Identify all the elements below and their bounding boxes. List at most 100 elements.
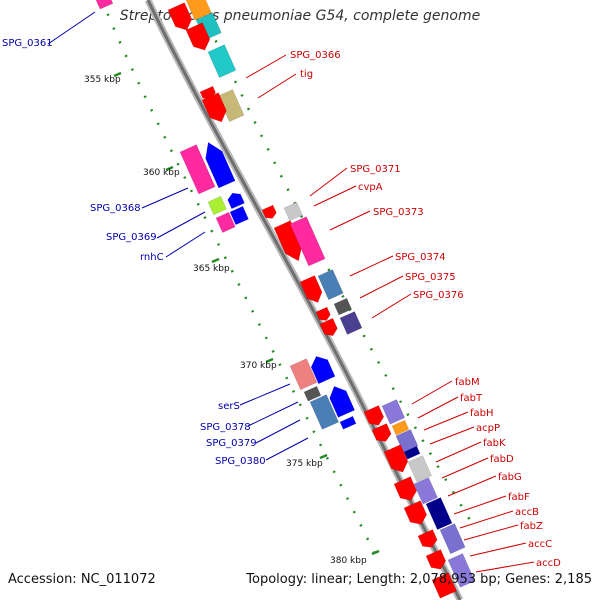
label-leader-line (429, 426, 475, 445)
forward-cds[interactable] (261, 204, 278, 221)
label-leader-line (141, 187, 189, 209)
gene-label-forward[interactable]: SPG_0376 (413, 290, 464, 301)
reverse-cds[interactable] (339, 415, 357, 430)
rna-feature[interactable] (391, 419, 410, 436)
misc-feature[interactable] (425, 497, 453, 530)
label-leader-line (257, 73, 297, 99)
reverse-rrna[interactable] (289, 216, 326, 267)
misc-feature[interactable] (207, 195, 227, 216)
accession-text: Accession: NC_011072 (8, 572, 156, 587)
gene-label-forward[interactable]: fabM (455, 377, 480, 388)
label-leader-line (475, 561, 535, 573)
rna-feature[interactable] (207, 44, 237, 78)
label-leader-line (435, 441, 482, 463)
genome-backbone-core (146, 0, 462, 600)
label-leader-line (265, 437, 309, 461)
tick-label: 365 kbp (193, 264, 230, 274)
reverse-cds[interactable] (226, 190, 245, 210)
misc-feature[interactable] (333, 297, 353, 316)
tick-mark (211, 257, 220, 264)
forward-cds[interactable] (315, 306, 332, 323)
tick-label: 375 kbp (286, 459, 323, 469)
gene-label-forward[interactable]: fabH (470, 408, 494, 419)
gene-label-reverse[interactable]: rnhC (140, 252, 164, 263)
gene-label-reverse[interactable]: SPG_0368 (90, 203, 141, 214)
forward-cds[interactable] (371, 423, 393, 444)
gene-label-reverse[interactable]: SPG_0369 (106, 232, 157, 243)
forward-cds[interactable] (167, 2, 195, 34)
label-leader-line (359, 275, 404, 299)
reverse-rrna[interactable] (215, 211, 236, 234)
reverse-cds[interactable] (200, 139, 236, 189)
gene-label-forward[interactable]: acpP (476, 423, 500, 434)
label-leader-line (313, 185, 357, 207)
rna-feature[interactable] (185, 0, 212, 21)
forward-cds[interactable] (185, 22, 213, 54)
gene-label-forward[interactable]: SPG_0374 (395, 252, 446, 263)
label-leader-line (245, 54, 287, 79)
label-leader-line (469, 542, 527, 557)
gene-label-forward[interactable]: accC (528, 539, 552, 550)
reverse-cds[interactable] (229, 205, 249, 226)
gene-label-reverse[interactable]: SPG_0379 (206, 438, 257, 449)
forward-cds[interactable] (363, 405, 386, 428)
gene-label-reverse[interactable]: SPG_0361 (2, 38, 53, 49)
forward-cds[interactable] (319, 317, 339, 338)
misc-feature[interactable] (403, 445, 421, 460)
misc-feature[interactable] (303, 385, 322, 402)
tick-mark (165, 165, 174, 172)
misc-feature[interactable] (283, 201, 303, 222)
forward-cds[interactable] (393, 476, 419, 504)
label-leader-line (447, 475, 497, 497)
label-leader-line (255, 419, 301, 444)
misc-feature[interactable] (381, 399, 406, 425)
gene-label-reverse[interactable]: serS (218, 401, 240, 412)
gene-label-forward[interactable]: fabT (460, 393, 483, 404)
gene-label-reverse[interactable]: SPG_0380 (215, 456, 266, 467)
gene-label-forward[interactable]: tig (300, 69, 313, 80)
forward-cds[interactable] (403, 500, 429, 528)
misc-feature[interactable] (289, 358, 318, 391)
gene-label-forward[interactable]: fabZ (520, 521, 543, 532)
gene-label-forward[interactable]: SPG_0375 (405, 272, 456, 283)
gene-label-forward[interactable]: fabG (498, 472, 522, 483)
gene-label-forward[interactable]: accB (515, 507, 539, 518)
misc-feature[interactable] (309, 394, 340, 430)
tick-label: 380 kbp (330, 556, 367, 566)
tick-mark (319, 453, 328, 460)
gene-label-forward[interactable]: accD (536, 558, 561, 569)
reverse-rrna[interactable] (179, 144, 216, 195)
tick-label: 370 kbp (240, 361, 277, 371)
gene-label-forward[interactable]: SPG_0373 (373, 207, 424, 218)
forward-cds[interactable] (201, 92, 230, 126)
tick-guide-line (100, 0, 380, 561)
label-leader-line (349, 255, 394, 277)
label-leader-line (309, 167, 348, 197)
reverse-rrna[interactable] (95, 0, 114, 10)
forward-cds[interactable] (299, 275, 325, 305)
tick-mark (371, 549, 380, 556)
gene-label-forward[interactable]: fabD (490, 454, 514, 465)
forward-cds[interactable] (383, 444, 411, 476)
gene-label-reverse[interactable]: SPG_0378 (200, 422, 251, 433)
misc-feature[interactable] (317, 269, 344, 301)
misc-feature[interactable] (407, 455, 432, 483)
misc-feature[interactable] (339, 311, 363, 335)
gene-label-forward[interactable]: fabK (483, 438, 506, 449)
forward-cds[interactable] (425, 549, 448, 572)
gene-label-forward[interactable]: fabF (508, 492, 530, 503)
misc-feature[interactable] (413, 477, 438, 505)
gene-label-forward[interactable]: cvpA (358, 182, 383, 193)
forward-cds[interactable] (431, 572, 457, 599)
label-leader-line (329, 210, 371, 231)
misc-feature[interactable] (439, 523, 466, 555)
reverse-cds[interactable] (326, 383, 356, 418)
gene-label-forward[interactable]: SPG_0366 (290, 50, 341, 61)
forward-cds[interactable] (417, 529, 439, 550)
misc-feature[interactable] (447, 553, 476, 588)
label-leader-line (441, 457, 489, 479)
gene-label-forward[interactable]: SPG_0371 (350, 164, 401, 175)
reverse-cds[interactable] (308, 353, 336, 385)
label-leader-line (423, 411, 469, 431)
